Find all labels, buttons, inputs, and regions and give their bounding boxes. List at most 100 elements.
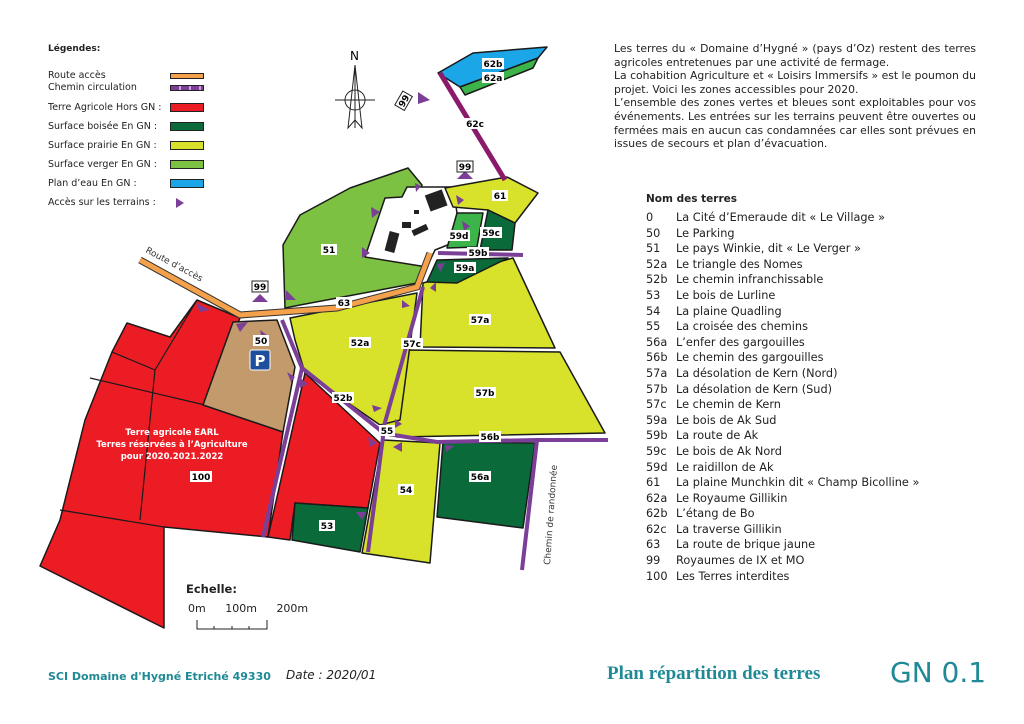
access-triangle-icon (196, 303, 210, 312)
zone-label-text: 57a (471, 316, 490, 326)
compass-rose-icon (335, 64, 375, 130)
description-paragraph: L’ensemble des zones vertes et bleues so… (614, 96, 976, 151)
scale-bar (196, 620, 268, 630)
access-triangle-icon (462, 221, 470, 231)
terrain-list-item: 52b Le chemin infranchissable (646, 272, 919, 288)
access-triangle-icon (368, 437, 377, 447)
zone-label: 50 (253, 335, 269, 347)
access-triangle-icon (437, 263, 445, 272)
zone-label: 56a (469, 471, 491, 483)
zone-label-text: 50 (255, 337, 268, 347)
description: Les terres du « Domaine d’Hygné » (pays … (614, 42, 976, 151)
zone-54[interactable] (361, 439, 441, 564)
terrain-name: La croisée des chemins (676, 320, 808, 334)
route-swatch (170, 73, 204, 79)
terrain-name: Le chemin infranchissable (676, 273, 824, 287)
footer-date: Date : 2020/01 (286, 668, 377, 682)
zone-label: 57b (474, 387, 496, 399)
zone-label-text: 62a (484, 74, 503, 84)
access-triangle-icon (362, 247, 370, 258)
zone-label: 59c (480, 227, 502, 239)
terrain-code: 52b (646, 273, 668, 287)
footer-title: Plan répartition des terres (607, 663, 821, 684)
zone-label: 62b (482, 58, 504, 70)
description-paragraph: La cohabition Agriculture et « Loisirs I… (614, 69, 976, 96)
legend-item: Surface boisée En GN : (48, 121, 208, 133)
zone-label: 53 (319, 520, 335, 532)
access-triangle-icon (456, 195, 464, 205)
terrain-code: 56b (646, 351, 668, 365)
terrain-name: La plaine Quadling (676, 304, 782, 318)
zone-label-text: 59d (450, 232, 469, 242)
terrain-code: 50 (646, 226, 661, 240)
color-swatch (170, 160, 204, 169)
zone-56a[interactable] (436, 441, 536, 529)
zone-label: 56b (479, 431, 501, 443)
terrain-code: 62b (646, 507, 668, 521)
zone-label: 51 (321, 244, 337, 256)
zone-label-text: 62c (466, 120, 484, 130)
zone-label: 59a (454, 262, 476, 274)
village-buildings (384, 189, 448, 253)
zone-label-text: 52a (351, 339, 370, 349)
field-boundary (89, 377, 206, 406)
field-boundary (139, 369, 156, 521)
zone-label: 52b (332, 392, 354, 404)
terrain-code: 62a (646, 491, 668, 505)
terrain-code: 54 (646, 304, 661, 318)
zone-label: 63 (336, 297, 352, 309)
zone-label-text: 59c (482, 229, 500, 239)
description-paragraph: Les terres du « Domaine d’Hygné » (pays … (614, 42, 976, 69)
footer-company: SCI Domaine d'Hygné Etriché 49330 (48, 670, 271, 683)
access-triangle-icon (430, 282, 436, 292)
terrain-name: Le bois de Ak Sud (676, 413, 777, 427)
legend-item: Terre Agricole Hors GN : (48, 102, 208, 114)
scale-tick-100: 100m (225, 602, 257, 615)
legend-title: Légendes: (48, 44, 101, 54)
zone-50-parking[interactable] (202, 319, 296, 433)
zone-label: 52a (349, 337, 371, 349)
terrain-code: 61 (646, 476, 661, 490)
terrain-code: 55 (646, 320, 661, 334)
zone-label-text: 62b (484, 60, 504, 70)
zone-100[interactable] (39, 299, 284, 629)
legend-item: Plan d’eau En GN : (48, 178, 208, 190)
terrain-name: Le Parking (676, 226, 735, 240)
terrain-code: 62c (646, 522, 667, 536)
terrain-code: 0 (646, 211, 654, 224)
zone-label: 100 (190, 471, 212, 483)
access-triangle-icon (300, 378, 308, 388)
access-triangle-icon (393, 442, 402, 452)
field-boundary (59, 509, 165, 528)
access-triangle-icon (402, 300, 410, 308)
terrain-code: 59c (646, 444, 667, 458)
terrain-code: 59d (646, 460, 668, 474)
color-swatch (170, 141, 204, 150)
zone-label-text: 63 (338, 299, 351, 309)
legend-label: Surface prairie En GN : (48, 140, 157, 151)
access-triangle-icon (457, 171, 473, 179)
earl-line-2: Terres réservées à l’Agriculture (96, 439, 248, 450)
zone-label: 54 (398, 484, 414, 496)
access-triangle-icon (236, 322, 248, 332)
legend-label: Accès sur les terrains : (48, 197, 156, 208)
zone-label: 59b (467, 247, 489, 259)
zone-label: 99 (456, 160, 474, 173)
terrain-code: 59b (646, 429, 668, 443)
legend-item: Surface prairie En GN : (48, 140, 208, 152)
zone-label-text: 54 (400, 486, 413, 496)
zone-label-text: 55 (381, 427, 394, 437)
terrain-code: 57a (646, 366, 668, 380)
zone-label-text: 56a (471, 473, 490, 483)
